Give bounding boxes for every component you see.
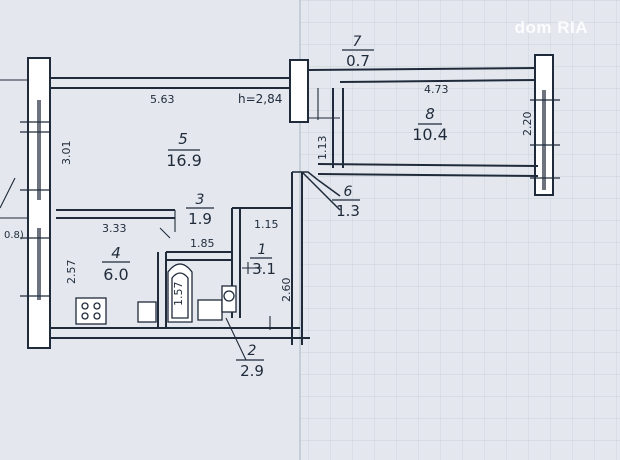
room-2-number: 2 bbox=[248, 343, 257, 359]
room-7-number: 7 bbox=[353, 34, 362, 50]
room-1-area: 3.1 bbox=[252, 260, 276, 278]
room-3-area: 1.9 bbox=[188, 210, 212, 228]
washbasin-icon bbox=[197, 299, 223, 321]
room-8-area: 10.4 bbox=[412, 125, 448, 144]
dimension-label: 3.01 bbox=[60, 141, 73, 166]
dimension-label: 1.85 bbox=[190, 237, 215, 250]
room-1-number: 1 bbox=[258, 242, 267, 258]
room-2-area: 2.9 bbox=[240, 362, 264, 380]
fixtures bbox=[75, 263, 237, 325]
room-4-area: 6.0 bbox=[103, 265, 128, 284]
dimension-label: 2.57 bbox=[65, 260, 78, 285]
room-7-area: 0.7 bbox=[346, 52, 370, 70]
room-8-number: 8 bbox=[425, 105, 435, 123]
dimension-label: 1.57 bbox=[172, 282, 185, 307]
room-5-area: 16.9 bbox=[166, 151, 202, 170]
room-4-number: 4 bbox=[111, 244, 121, 262]
room-6-number: 6 bbox=[344, 184, 353, 200]
watermark-logo: dom RIA bbox=[514, 18, 588, 37]
bathtub-icon bbox=[167, 263, 193, 323]
dimension-label: 2.60 bbox=[280, 278, 293, 303]
room-6-area: 1.3 bbox=[336, 202, 360, 220]
room-3-number: 3 bbox=[196, 192, 205, 208]
dimension-label: 1.15 bbox=[254, 218, 279, 231]
toilet-icon bbox=[221, 285, 237, 313]
dimension-label: 2.20 bbox=[521, 112, 534, 137]
dimension-label: 4.73 bbox=[424, 83, 449, 96]
balcony-dimension-fragment: 0.8) bbox=[4, 230, 24, 241]
dimension-label: 1.13 bbox=[316, 136, 329, 161]
walls bbox=[27, 54, 554, 349]
dimension-label: 5.63 bbox=[150, 93, 175, 106]
stove-icon bbox=[75, 297, 107, 325]
dimension-label: 3.33 bbox=[102, 222, 127, 235]
room-5-number: 5 bbox=[178, 130, 188, 148]
ceiling-height-label: h=2,84 bbox=[238, 92, 282, 106]
kitchen-sink-icon bbox=[137, 301, 157, 323]
